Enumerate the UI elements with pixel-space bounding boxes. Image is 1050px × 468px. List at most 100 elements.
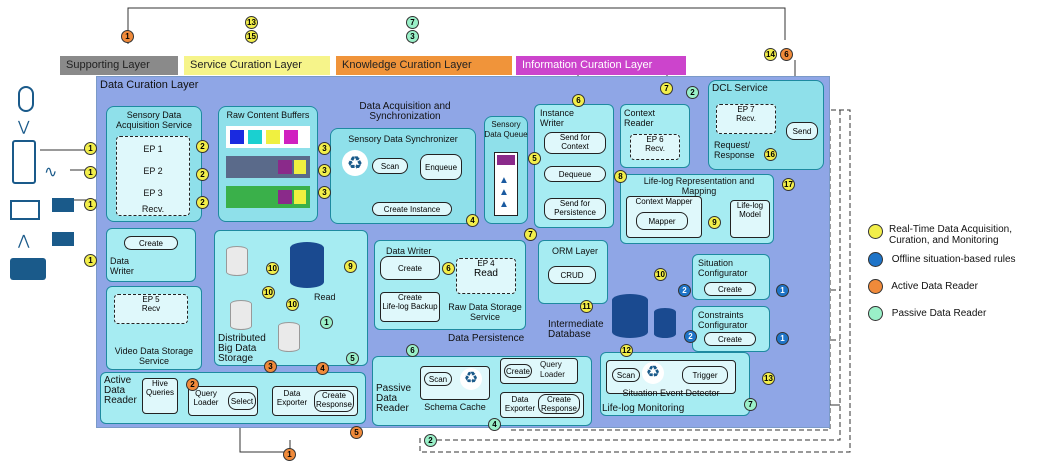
marker-15: 15 [245,30,258,43]
marker-7: 7 [660,82,673,95]
marker-3: 3 [318,142,331,155]
acquisition-sync-title: Data Acquisition and Synchronization [359,101,451,122]
marker-3: 3 [406,30,419,43]
database-icon [278,322,300,352]
marker-4: 4 [316,362,329,375]
query-loader-label: Query Loader [193,389,219,407]
knowledge-curation-layer-tab: Knowledge Curation Layer [336,56,512,75]
legend: Real-Time Data Acquisition, Curation, an… [868,224,1044,321]
marker-16: 16 [764,148,777,161]
orm-layer-title: ORM Layer [552,246,599,256]
video-storage-title: Video Data Storage Service [114,346,194,366]
create-response-box: Create Response [314,390,354,412]
lifelog-backup-box: Create Life-log Backup [380,292,440,322]
chevron-up-icon: ⋀ [18,232,30,248]
database-icon [654,308,676,338]
request-response-label: Request/ Response [714,140,755,160]
buffer-row-2 [226,156,310,178]
clapperboard-icon [52,198,74,212]
legend-label: Offline situation-based rules [891,254,1016,266]
ep1-label: EP 1 [143,144,163,154]
buffer-row-3 [226,186,310,208]
chevron-down-icon: ⋁ [18,118,30,134]
legend-item: Real-Time Data Acquisition, Curation, an… [868,224,1044,246]
ep3-label: EP 3 [143,188,163,198]
raw-data-writer-title: Data Writer [386,246,432,256]
ep5-label: EP 5 [142,295,160,304]
information-curation-layer-tab: Information Curation Layer [516,56,686,75]
crud-box: CRUD [548,266,596,284]
legend-label: Active Data Reader [891,281,978,293]
ep2-label: EP 2 [143,166,163,176]
marker-7: 7 [524,228,537,241]
hive-queries-box: Hive Queries [142,378,178,414]
data-writer-create-box: Create [124,236,178,250]
database-icon [226,246,248,276]
ep6-recv-label: Recv. [645,144,665,153]
raw-buffers-title: Raw Content Buffers [226,110,310,120]
recycle-icon: ♻ [642,362,664,384]
data-persistence-title: Data Persistence [448,333,525,344]
marker-3: 3 [318,186,331,199]
recv-label: Recv. [141,204,165,214]
marker-5: 5 [528,152,541,165]
smartwatch-icon [18,86,34,112]
mapper-box: Mapper [636,212,688,230]
recycle-icon: ♻ [460,368,482,390]
synchronizer-title: Sensory Data Synchronizer [348,134,458,144]
marker-2: 2 [684,330,697,343]
dequeue-box: Dequeue [544,166,606,182]
context-reader-title: Context Reader [624,108,656,128]
legend-item: Active Data Reader [868,279,1044,294]
situation-configurator-title: Situation Configurator [698,258,748,278]
ep6-label: EP 6 [646,135,664,144]
exporter-label: Data Exporter [276,389,308,407]
send-for-persistence-box: Send for Persistence [544,198,606,220]
legend-swatch [868,279,883,294]
marker-7: 7 [744,398,757,411]
marker-12: 12 [620,344,633,357]
marker-10: 10 [654,268,667,281]
marker-2: 2 [678,284,691,297]
marker-8: 8 [614,170,627,183]
monitor-scan-box: Scan [612,368,640,382]
select-box: Select [228,392,256,410]
instance-writer-title: Instance Writer [540,108,575,128]
marker-2: 2 [196,168,209,181]
marker-6: 6 [406,344,419,357]
buffer-row-1 [226,126,310,148]
marker-6: 6 [442,262,455,275]
marker-2: 2 [424,434,437,447]
clapperboard-icon [52,232,74,246]
marker-5: 5 [346,352,359,365]
schema-cache-label: Schema Cache [424,402,486,412]
raw-storage-title: Raw Data Storage Service [448,302,522,322]
marker-14: 14 [764,48,777,61]
marker-10: 10 [262,286,275,299]
smartphone-icon [12,140,36,184]
lifelog-representation-title: Life-log Representation and Mapping [643,176,755,196]
passive-create-response-box: Create Response [538,394,580,414]
send-box: Send [786,122,818,140]
marker-1: 1 [84,142,97,155]
database-icon [612,294,648,338]
data-curation-layer-title: Data Curation Layer [100,79,199,91]
legend-swatch [868,252,883,267]
marker-3: 3 [318,164,331,177]
service-curation-layer-tab: Service Curation Layer [184,56,330,75]
lifelog-monitoring-title: Life-log Monitoring [602,403,685,414]
passive-create-box: Create [504,364,532,378]
marker-5: 5 [350,426,363,439]
situation-create-box: Create [704,282,756,296]
ep4-read-label: Read [474,268,498,279]
marker-1: 1 [320,316,333,329]
ep7-label: EP 7 [737,105,755,114]
marker-2: 2 [186,378,199,391]
marker-10: 10 [286,298,299,311]
recycle-icon: ♻ [342,150,368,176]
legend-label: Real-Time Data Acquisition, Curation, an… [889,224,1013,246]
lifelog-backup-title: Life-log Backup [382,302,438,311]
marker-1: 1 [121,30,134,43]
ep5-endpoint: EP 5 Recv [114,294,188,324]
marker-1: 1 [84,198,97,211]
